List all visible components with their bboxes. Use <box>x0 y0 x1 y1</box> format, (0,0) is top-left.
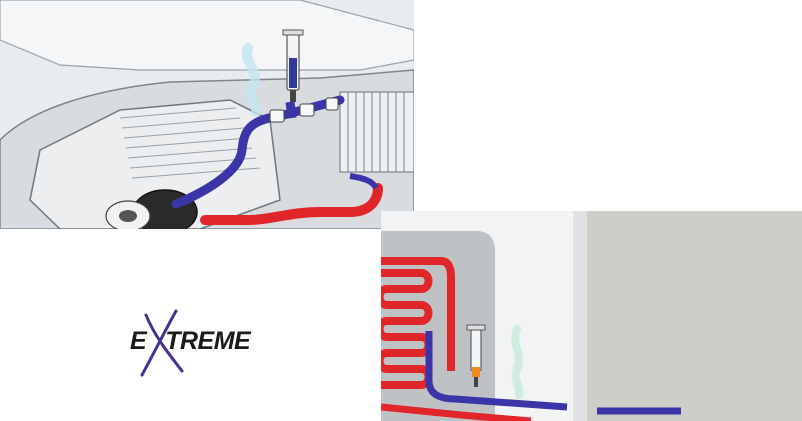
logo-wordmark: E TREME <box>130 327 251 356</box>
syringe-icon <box>282 29 304 102</box>
engine-block <box>29 99 281 229</box>
wall-panel <box>587 211 802 421</box>
service-port-line <box>285 101 297 119</box>
hood-sheet <box>0 0 414 71</box>
vapor-plume-icon <box>511 325 524 399</box>
syringe-icon <box>466 324 486 387</box>
cabinet-back <box>381 231 495 421</box>
vapor-plume-icon <box>241 43 262 117</box>
hot-refrigerant-line <box>200 183 383 225</box>
blank-area <box>414 0 802 211</box>
line-fittings <box>269 97 339 123</box>
engine-ac-illustration <box>0 0 414 229</box>
logo-panel: E TREME <box>0 229 381 421</box>
fridge-scene-svg <box>381 211 802 421</box>
extreme-logo: E TREME <box>130 309 251 377</box>
logo-letters-treme: TREME <box>165 327 251 355</box>
pulley-hub <box>119 210 137 222</box>
fridge-coil-illustration <box>381 211 802 421</box>
wall-edge <box>573 211 587 421</box>
suction-line <box>425 331 568 411</box>
coil-return-line <box>349 173 379 190</box>
evaporator-coil <box>381 269 433 389</box>
logo-letter-e: E <box>130 327 147 355</box>
bottom-hot-line <box>381 403 532 421</box>
coil-feed-line <box>381 257 455 371</box>
engine-scene-svg <box>0 0 414 229</box>
cold-refrigerant-line <box>171 95 345 209</box>
logo-x-mark-icon <box>140 309 184 377</box>
condenser-coil <box>339 91 414 173</box>
